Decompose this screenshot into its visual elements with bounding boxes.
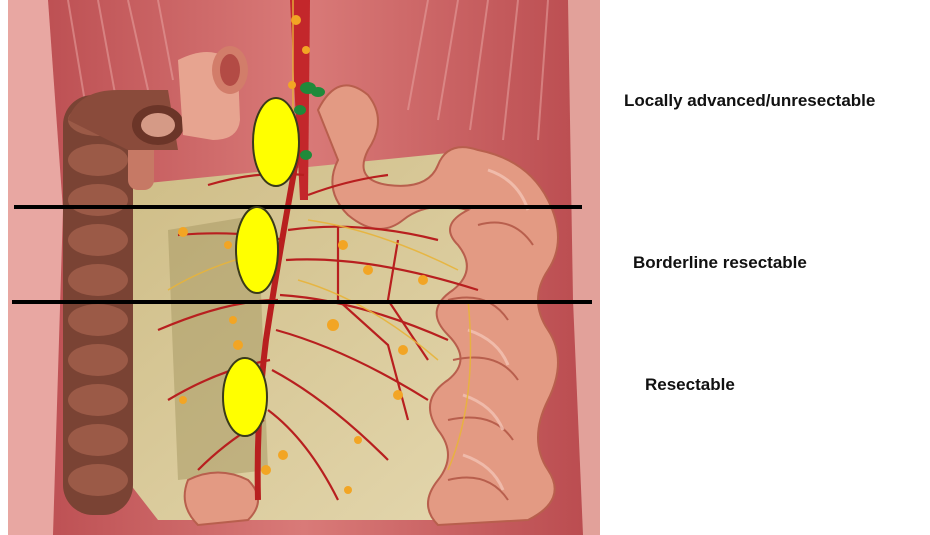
- duodenum: [178, 46, 248, 140]
- zone-label-unresectable: Locally advanced/unresectable: [624, 91, 875, 111]
- zone-label-resectable: Resectable: [645, 375, 735, 395]
- tumor-marker-upper: [253, 98, 299, 186]
- cecum: [185, 473, 258, 526]
- tumor-marker-lower: [223, 358, 267, 436]
- anatomy-illustration: [8, 0, 600, 535]
- zone-label-borderline: Borderline resectable: [633, 253, 807, 273]
- mesenteric-anatomy-svg: [8, 0, 600, 535]
- tumor-marker-middle: [236, 207, 278, 293]
